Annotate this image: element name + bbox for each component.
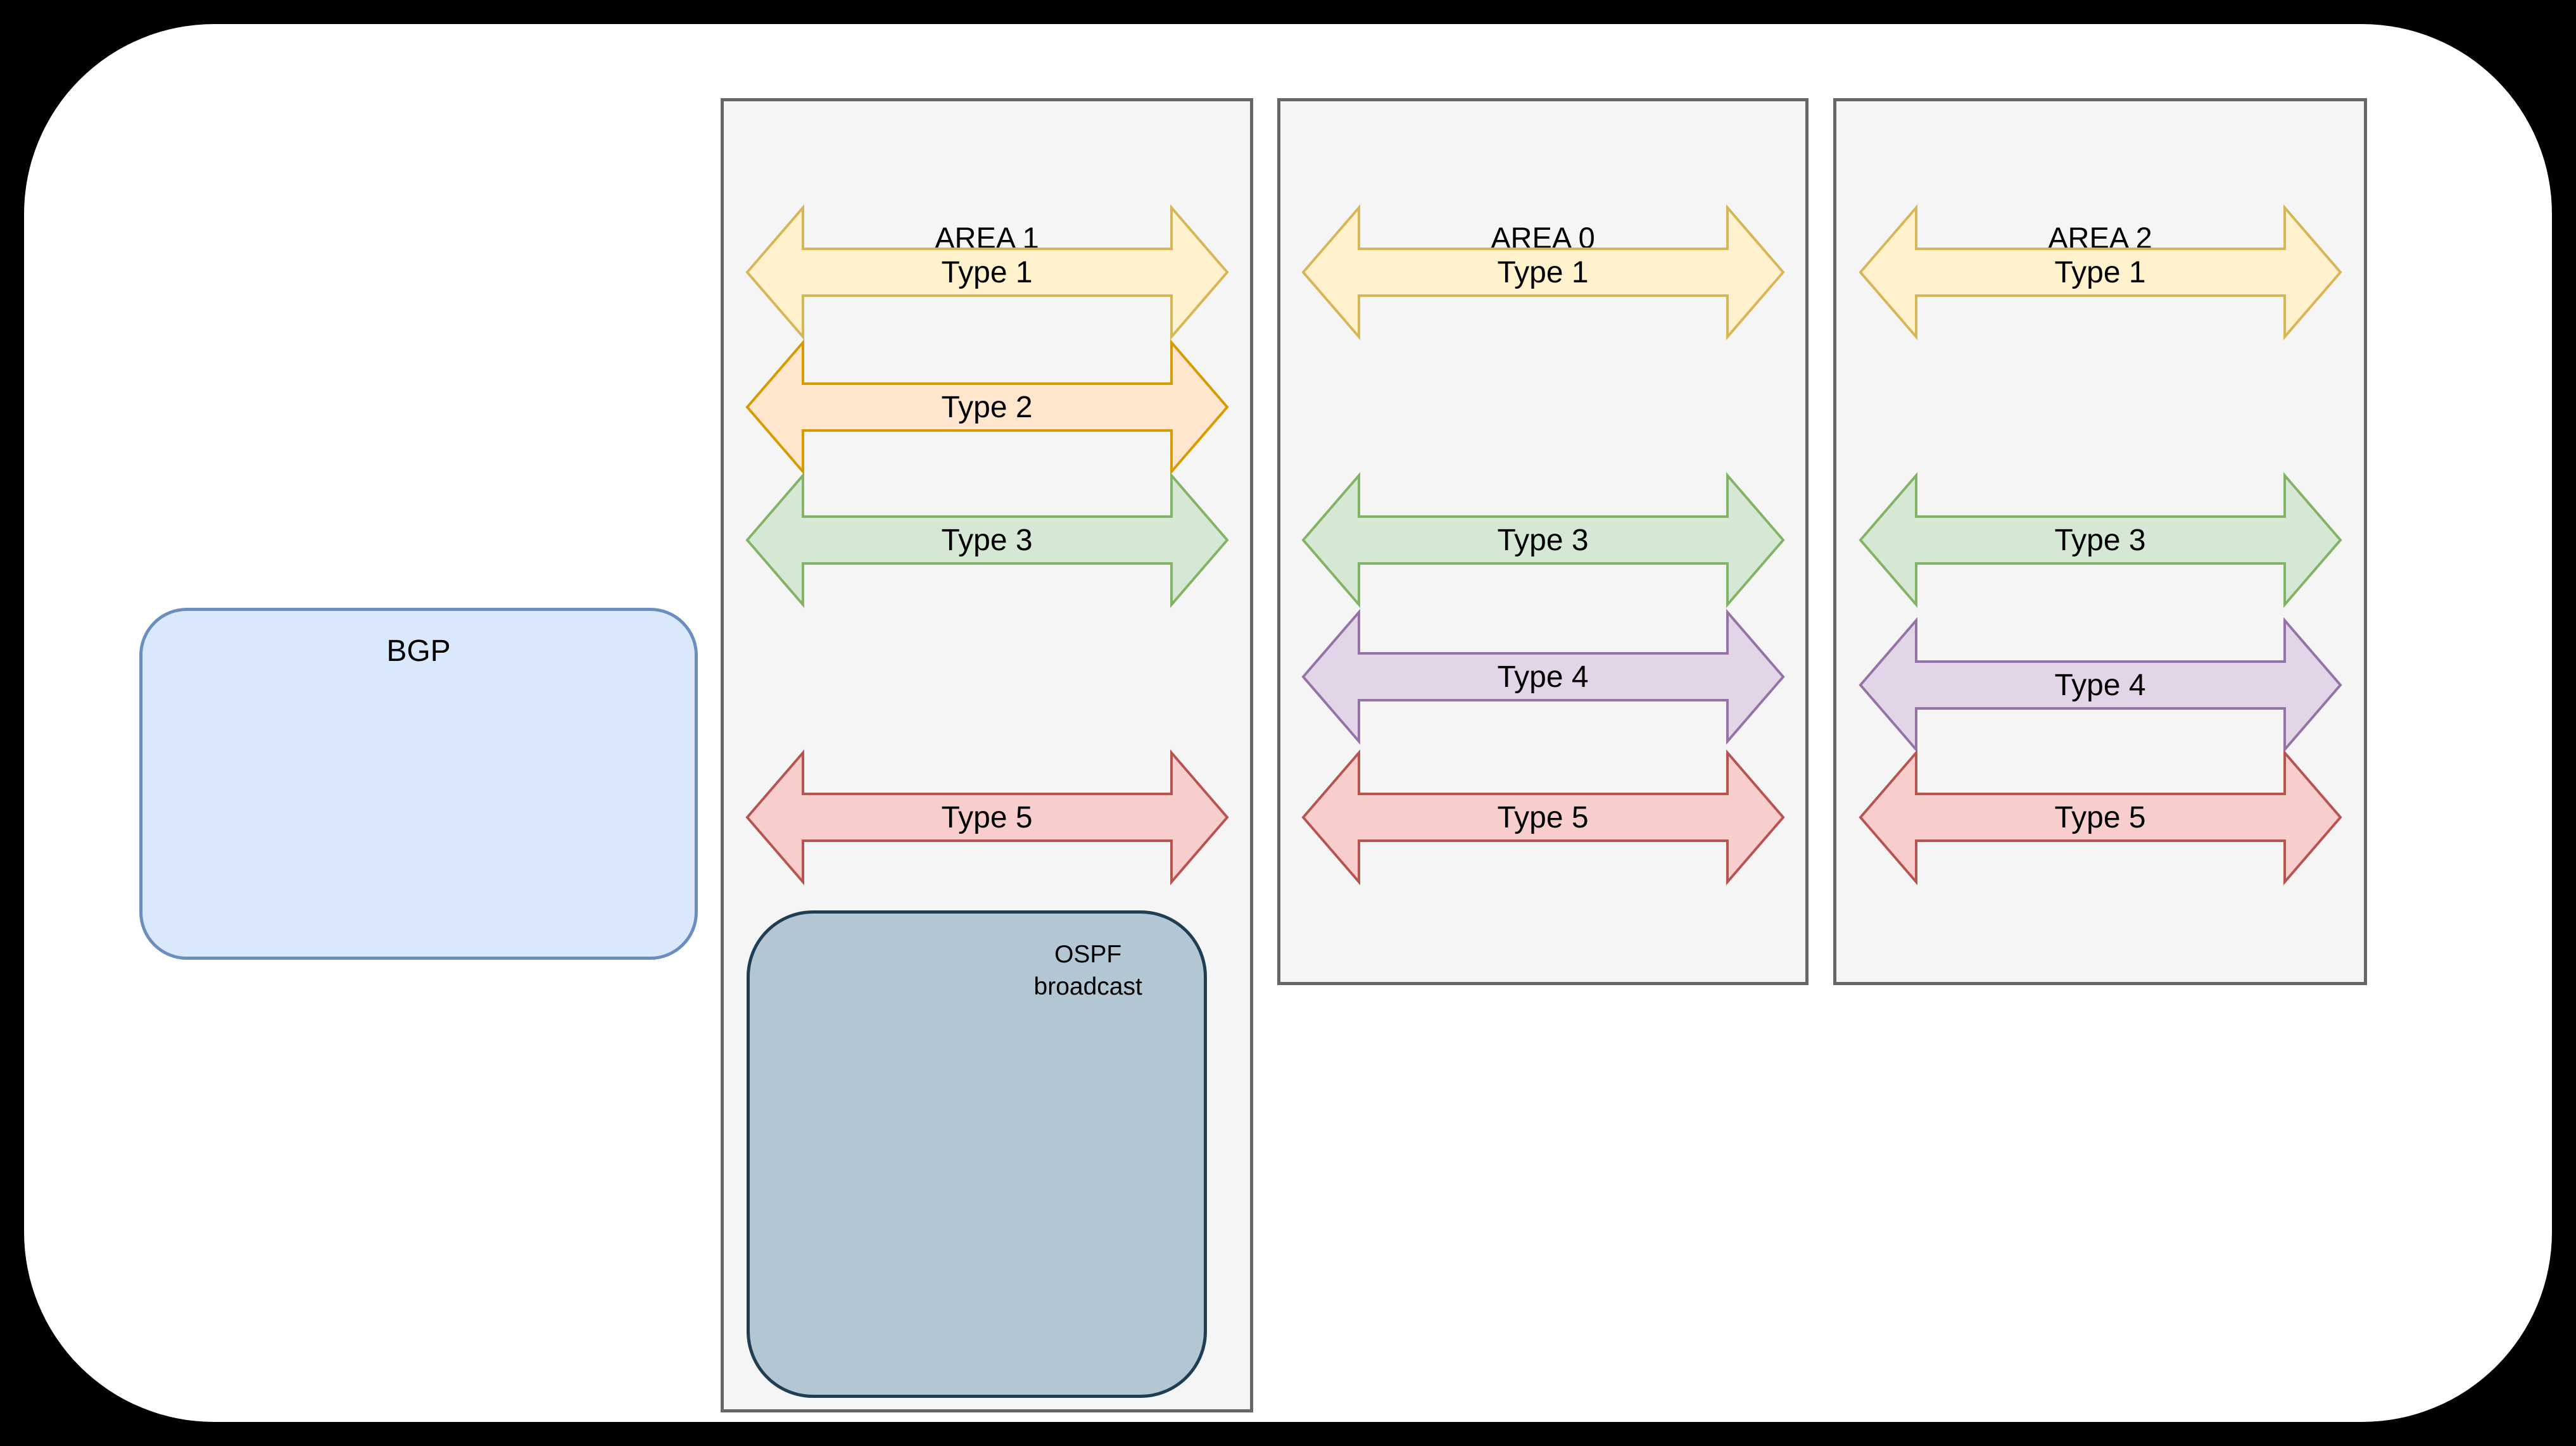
double-arrow-shape xyxy=(745,339,1229,475)
arrow-label: Type 4 xyxy=(2054,668,2146,702)
arrow-label: Type 3 xyxy=(1497,523,1589,557)
arrow-label: Type 3 xyxy=(941,523,1033,557)
area1-type-5-arrow: Type 5 xyxy=(745,749,1229,886)
area0-type-1-arrow: Type 1 xyxy=(1301,204,1785,341)
double-arrow-shape xyxy=(745,204,1229,341)
double-arrow-shape xyxy=(1301,472,1785,608)
area2-type-4-arrow: Type 4 xyxy=(1858,617,2342,753)
double-arrow-shape xyxy=(1858,749,2342,886)
area2-type-3-arrow: Type 3 xyxy=(1858,472,2342,608)
double-arrow-shape xyxy=(1858,472,2342,608)
arrow-label: Type 1 xyxy=(1497,255,1589,289)
double-arrow-shape xyxy=(1858,204,2342,341)
double-arrow-shape xyxy=(1858,617,2342,753)
area1-type-3-arrow: Type 3 xyxy=(745,472,1229,608)
double-arrow-shape xyxy=(1301,204,1785,341)
area1-type-1-arrow: Type 1 xyxy=(745,204,1229,341)
double-arrow-shape xyxy=(745,749,1229,886)
area-2-panel: AREA 2 Type 1 Type 3 Type 4 Type 5 xyxy=(1833,98,2367,985)
area0-type-4-arrow: Type 4 xyxy=(1301,608,1785,745)
arrow-label: Type 5 xyxy=(941,800,1033,834)
bgp-box: BGP xyxy=(139,608,698,960)
ospf-broadcast-label: OSPF broadcast xyxy=(1034,939,1142,1003)
double-arrow-shape xyxy=(1301,608,1785,745)
area1-type-2-arrow: Type 2 xyxy=(745,339,1229,475)
area-0-panel: AREA 0 Type 1 Type 3 Type 4 Type 5 xyxy=(1277,98,1809,985)
arrow-label: Type 5 xyxy=(2054,800,2146,834)
ospf-broadcast-box: OSPF broadcast xyxy=(747,910,1207,1398)
arrow-label: Type 3 xyxy=(2054,523,2146,557)
area2-type-5-arrow: Type 5 xyxy=(1858,749,2342,886)
arrow-label: Type 5 xyxy=(1497,800,1589,834)
ospf-label-line2: broadcast xyxy=(1033,972,1142,1000)
double-arrow-shape xyxy=(745,472,1229,608)
area0-type-5-arrow: Type 5 xyxy=(1301,749,1785,886)
arrow-label: Type 1 xyxy=(941,255,1033,289)
arrow-label: Type 2 xyxy=(941,390,1033,424)
bgp-label: BGP xyxy=(386,634,451,668)
diagram-canvas: BGP AREA 1 Type 1 Type 2 Type 3 xyxy=(24,24,2552,1422)
double-arrow-shape xyxy=(1301,749,1785,886)
arrow-label: Type 1 xyxy=(2054,255,2146,289)
arrow-label: Type 4 xyxy=(1497,660,1589,694)
area0-type-3-arrow: Type 3 xyxy=(1301,472,1785,608)
area2-type-1-arrow: Type 1 xyxy=(1858,204,2342,341)
ospf-label-line1: OSPF xyxy=(1054,941,1122,968)
